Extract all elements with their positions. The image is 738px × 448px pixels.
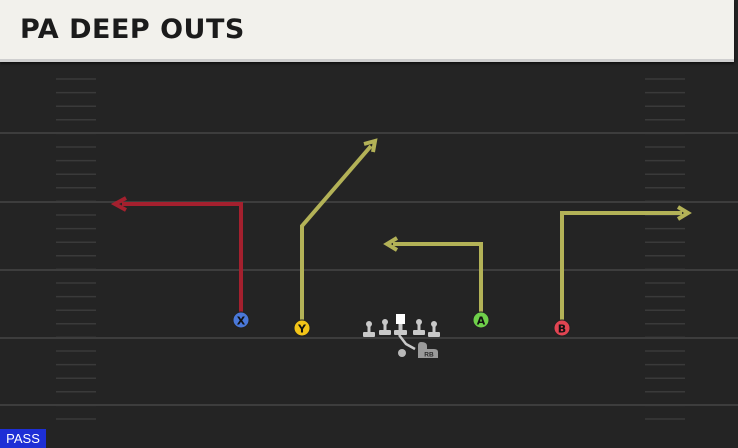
rb-label: RB [424, 352, 434, 359]
lineman [379, 319, 391, 335]
receiver-x: X [232, 311, 250, 329]
receiver-a: A [472, 311, 490, 329]
hash-marks [56, 78, 685, 420]
center [394, 314, 407, 335]
receiver-a-label: A [477, 315, 486, 328]
lineman [428, 321, 440, 337]
route-x [122, 202, 243, 318]
lineman [413, 319, 425, 335]
play-action-fake: RB [398, 334, 438, 359]
route-b-arrowhead [676, 205, 692, 221]
routes [110, 138, 692, 326]
field-background [0, 62, 738, 448]
play-title-bar: PA DEEP OUTS [0, 0, 734, 62]
play-type-badge: PASS [0, 429, 46, 448]
offensive-line [363, 314, 440, 337]
receiver-y: Y [293, 319, 311, 337]
route-a-arrowhead [383, 236, 399, 252]
receiver-b: B [553, 319, 571, 337]
yard-lines [0, 132, 738, 406]
play-title: PA DEEP OUTS [20, 14, 245, 45]
route-y [300, 144, 373, 326]
route-a [393, 242, 483, 318]
running-back: RB [418, 342, 438, 359]
receiver-b-label: B [558, 323, 566, 336]
receiver-x-label: X [237, 315, 246, 328]
route-b [560, 211, 682, 326]
receiver-y-label: Y [297, 323, 307, 336]
lineman [363, 321, 375, 337]
route-y-arrowhead [363, 138, 378, 153]
route-x-arrowhead [110, 196, 127, 212]
